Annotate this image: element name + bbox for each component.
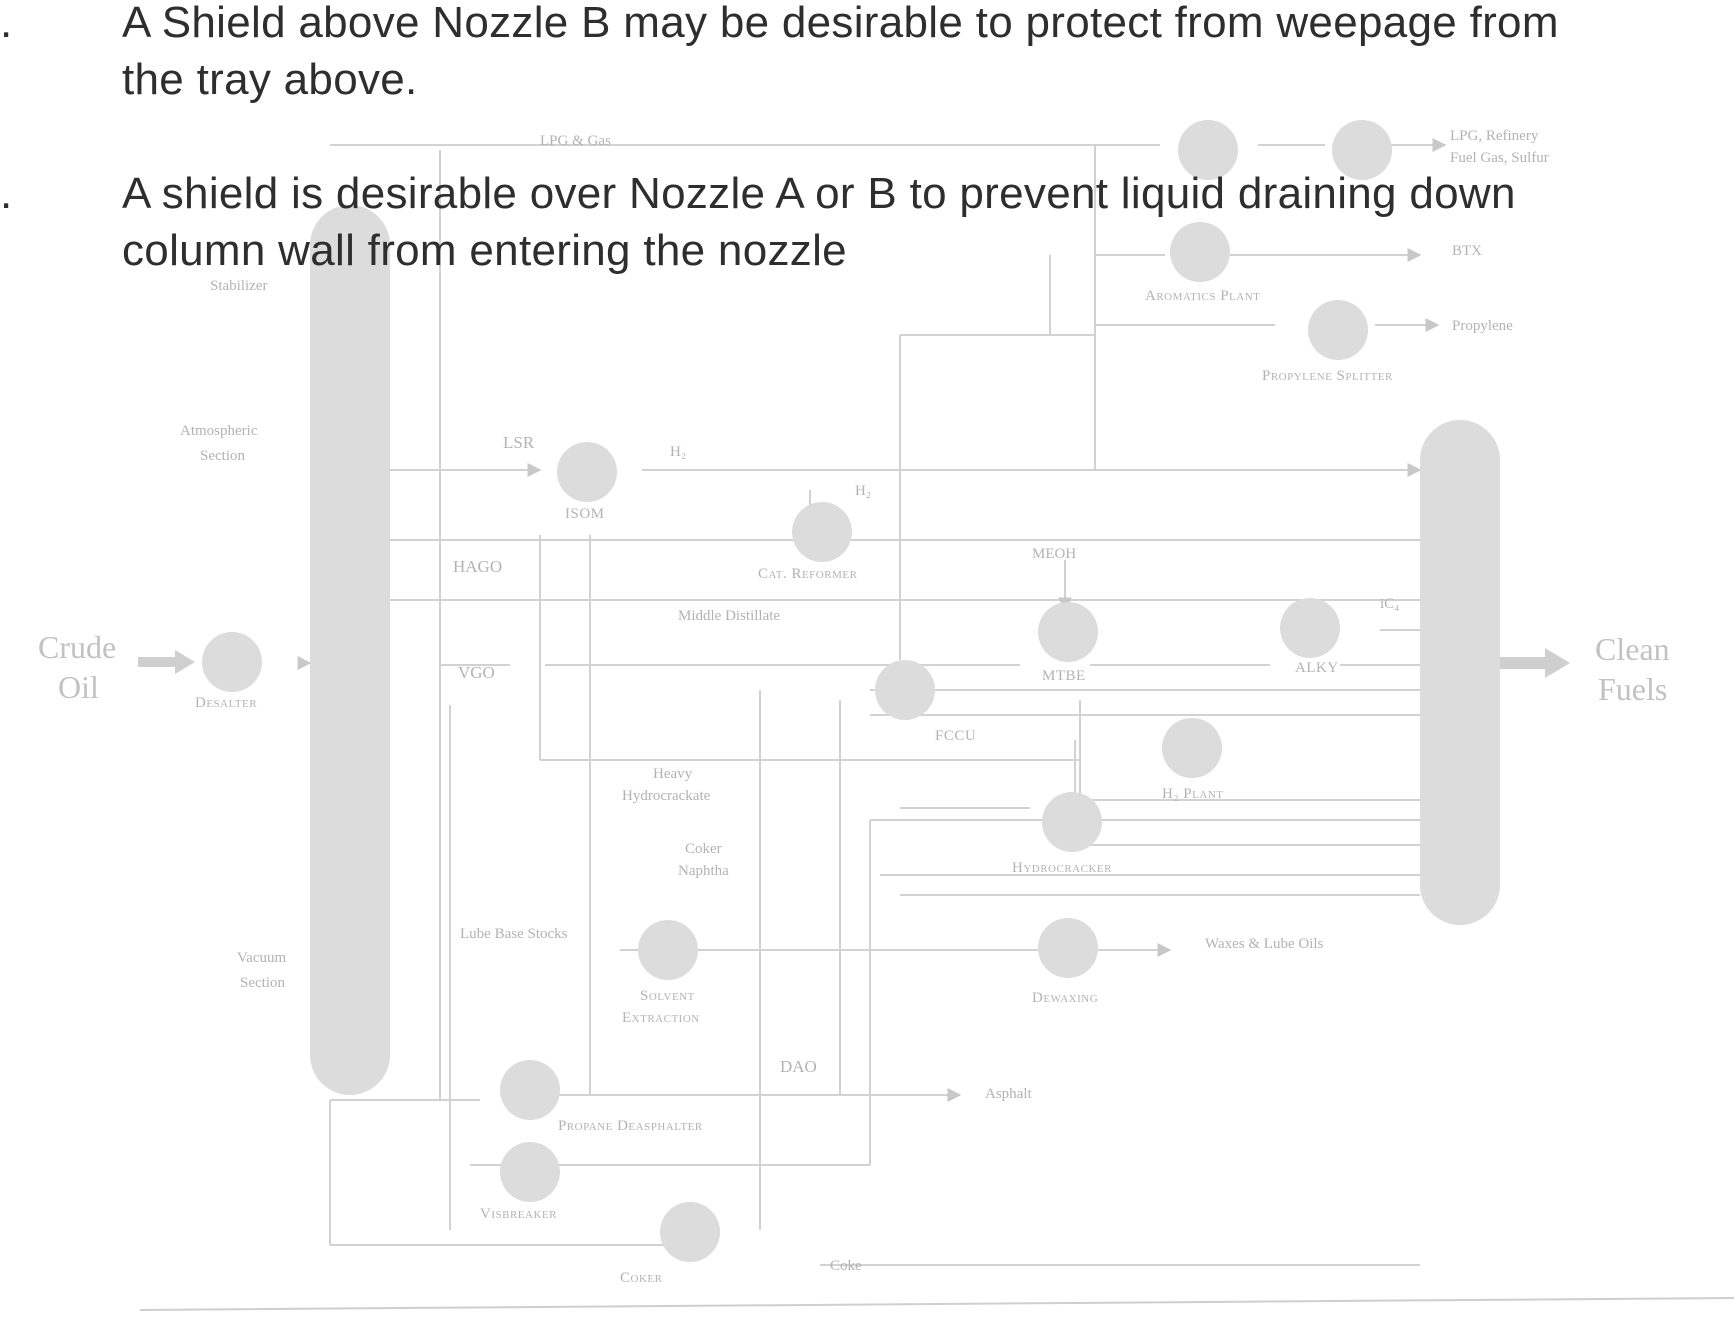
atmospheric-label-1: Atmospheric <box>180 423 258 439</box>
propylene-splitter-unit <box>1308 300 1368 360</box>
cat-reformer-label: Cat. Reformer <box>758 566 858 582</box>
clean-label-2: Fuels <box>1598 671 1667 707</box>
atmospheric-label-2: Section <box>200 448 245 464</box>
alky-label: ALKY <box>1295 660 1339 676</box>
coke-label: Coke <box>830 1258 862 1274</box>
crude-feed-arrow <box>138 650 195 674</box>
clean-fuels-column <box>1420 420 1500 925</box>
dewaxing-label: Dewaxing <box>1032 990 1098 1006</box>
waxes-label: Waxes & Lube Oils <box>1205 936 1324 952</box>
coker-naphtha-label-2: Naphtha <box>678 863 729 879</box>
h2-reformer-label: H₂ <box>855 483 871 499</box>
lpg-gas-label: LPG & Gas <box>540 133 611 149</box>
coker-label: Coker <box>620 1270 663 1286</box>
bullet-2-marker: . <box>0 169 13 218</box>
propylene-splitter-label: Propylene Splitter <box>1262 368 1393 384</box>
visbreaker-label: Visbreaker <box>480 1206 557 1222</box>
mtbe-label: MTBE <box>1042 668 1086 684</box>
solvent-label-2: Extraction <box>622 1010 700 1026</box>
h2-plant-unit <box>1162 718 1222 778</box>
propane-deasphalter-label: Propane Deasphalter <box>558 1118 703 1134</box>
isom-label: ISOM <box>565 506 605 522</box>
stabilizer-label: Stabilizer <box>210 278 267 294</box>
vgo-label: VGO <box>458 663 495 682</box>
aromatics-label: Aromatics Plant <box>1145 288 1260 304</box>
desalter-label: Desalter <box>195 695 257 711</box>
vacuum-label-2: Section <box>240 975 285 991</box>
middle-distillate-label: Middle Distillate <box>678 608 780 624</box>
propylene-label: Propylene <box>1452 318 1513 334</box>
h2-plant-label: H₂ Plant <box>1162 786 1223 802</box>
fccu-label: FCCU <box>935 728 976 744</box>
fccu-unit <box>875 660 935 720</box>
ic4-label: iC₄ <box>1380 596 1399 612</box>
bullet-1-marker: . <box>0 0 13 47</box>
lpg-unit-a <box>1178 120 1238 180</box>
propane-deasphalter-unit <box>500 1060 560 1120</box>
hago-label: HAGO <box>453 557 502 576</box>
lpg-refinery-label-2: Fuel Gas, Sulfur <box>1450 150 1549 166</box>
coker-unit <box>660 1202 720 1262</box>
alky-unit <box>1280 598 1340 658</box>
dao-label: DAO <box>780 1057 817 1076</box>
lsr-label: LSR <box>503 433 535 452</box>
aromatics-unit <box>1170 222 1230 282</box>
cat-reformer-unit <box>792 502 852 562</box>
lpg-refinery-label-1: LPG, Refinery <box>1450 128 1539 144</box>
bullet-1-line-2: the tray above. <box>122 55 418 104</box>
clean-label-1: Clean <box>1595 631 1670 667</box>
meoh-label: MEOH <box>1032 546 1076 562</box>
desalter-unit <box>202 632 262 692</box>
bullet-1-line-1: A Shield above Nozzle B may be desirable… <box>122 0 1559 47</box>
mtbe-unit <box>1038 602 1098 662</box>
solvent-extraction-unit <box>638 920 698 980</box>
bullet-2-line-2: column wall from entering the nozzle <box>122 226 847 275</box>
dewaxing-unit <box>1038 918 1098 978</box>
lube-base-label: Lube Base Stocks <box>460 926 568 942</box>
asphalt-label: Asphalt <box>985 1086 1032 1102</box>
crude-label-2: Oil <box>58 669 99 705</box>
hydrocracker-label: Hydrocracker <box>1012 860 1112 876</box>
isom-unit <box>557 442 617 502</box>
crude-label-1: Crude <box>38 629 116 665</box>
coker-naphtha-label-1: Coker <box>685 841 722 857</box>
crude-distillation-column <box>310 205 390 1095</box>
heavy-label-1: Heavy <box>653 766 693 782</box>
visbreaker-unit <box>500 1142 560 1202</box>
h2-isom-label: H₂ <box>670 444 686 460</box>
vacuum-label-1: Vacuum <box>237 950 286 966</box>
hydrocracker-unit <box>1042 792 1102 852</box>
solvent-label-1: Solvent <box>640 988 695 1004</box>
bullet-2-line-1: A shield is desirable over Nozzle A or B… <box>122 169 1516 218</box>
btx-label: BTX <box>1452 243 1482 259</box>
clean-fuels-arrow <box>1500 648 1570 678</box>
heavy-label-2: Hydrocrackate <box>622 788 711 804</box>
lpg-unit-b <box>1332 120 1392 180</box>
